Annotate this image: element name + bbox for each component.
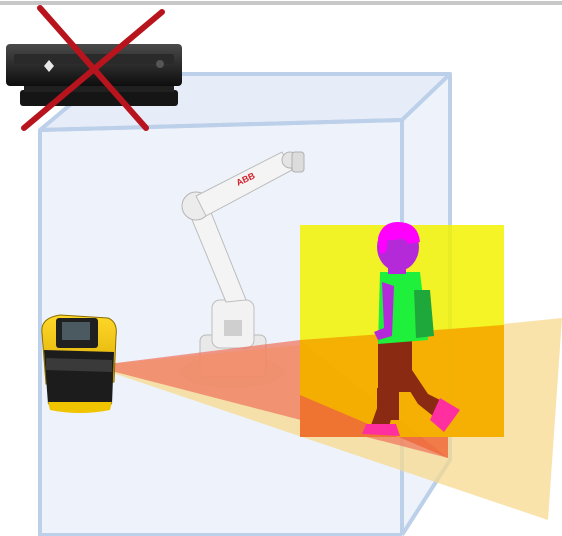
laser-scanner xyxy=(42,315,117,413)
kinect-sensor xyxy=(6,44,182,106)
